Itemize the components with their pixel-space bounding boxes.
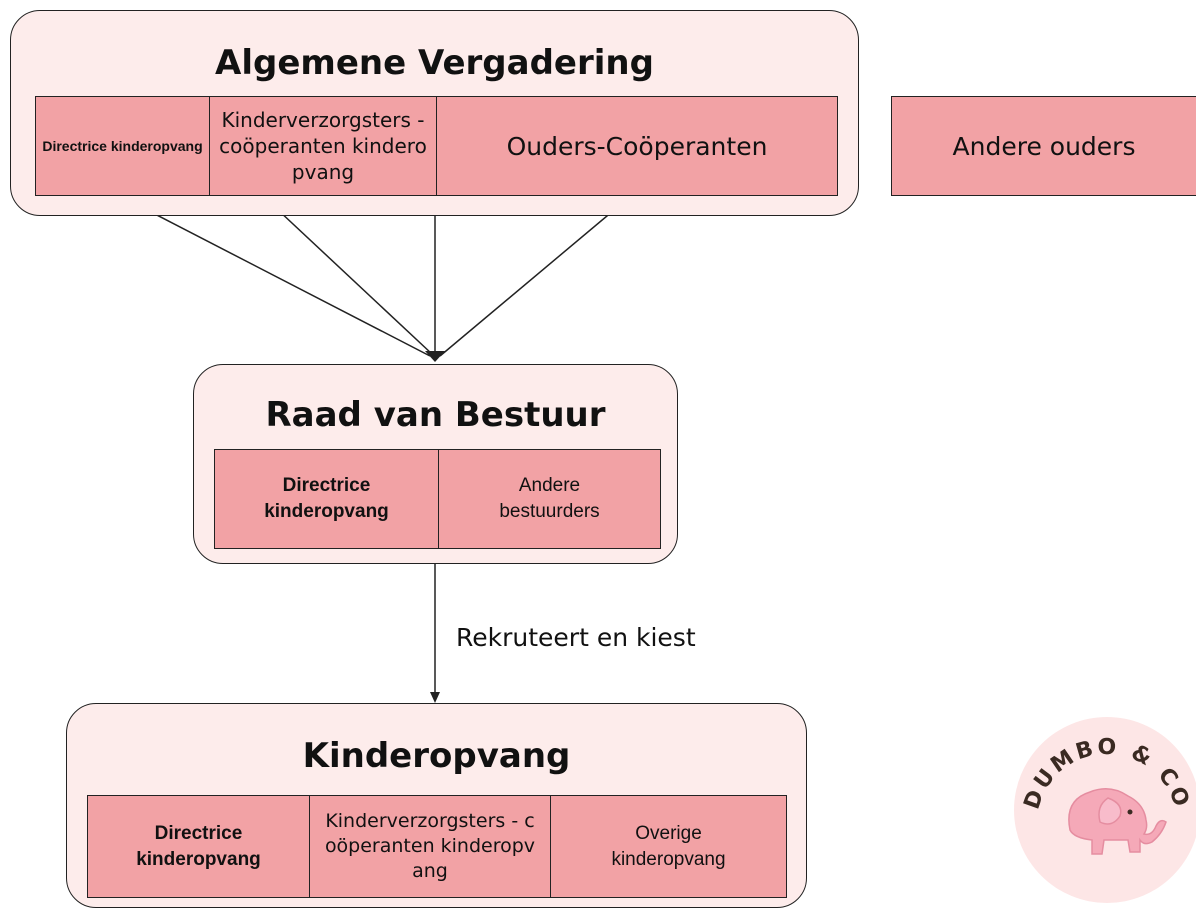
member-directrice-label: Directrice kinderopvang xyxy=(42,137,203,154)
childcare-member-caregivers-label: Kinderverzorgsters - coöperanten kindero… xyxy=(324,810,536,882)
childcare-members: Directrice kinderopvang Kinderverzorgste… xyxy=(87,795,787,898)
board-member-directrice-label: Directrice kinderopvang xyxy=(264,475,389,522)
arrowhead-childcare xyxy=(430,692,440,703)
recruits-and-selects-label: Rekruteert en kiest xyxy=(456,623,696,652)
arrow-caregivers-to-board xyxy=(261,194,433,355)
childcare-member-other-label: Overige kinderopvang xyxy=(611,822,726,870)
board-member-directrice: Directrice kinderopvang xyxy=(215,450,439,548)
arrow-directrice-to-board xyxy=(117,194,431,357)
board-container: Raad van Bestuur Directrice kinderopvang… xyxy=(193,364,678,564)
childcare-member-directrice: Directrice kinderopvang xyxy=(88,796,310,897)
childcare-member-other: Overige kinderopvang xyxy=(551,796,786,897)
arrow-parents-to-board xyxy=(439,194,633,357)
childcare-container: Kinderopvang Directrice kinderopvang Kin… xyxy=(66,703,807,908)
dumbo-and-co-logo: DUMBO & CO xyxy=(1014,717,1196,903)
general-assembly-members: Directrice kinderopvang Kinderverzorgste… xyxy=(35,96,838,196)
childcare-title: Kinderopvang xyxy=(302,736,571,776)
member-parents: Ouders-Coöperanten xyxy=(437,97,837,195)
childcare-member-caregivers: Kinderverzorgsters - coöperanten kindero… xyxy=(310,796,551,897)
board-title: Raad van Bestuur xyxy=(265,395,606,435)
board-member-others: Andere bestuurders xyxy=(439,450,660,548)
general-assembly-title: Algemene Vergadering xyxy=(215,43,654,83)
member-parents-label: Ouders-Coöperanten xyxy=(506,131,768,161)
member-directrice: Directrice kinderopvang xyxy=(36,97,210,195)
other-parents-label: Andere ouders xyxy=(952,131,1136,161)
childcare-member-directrice-label: Directrice kinderopvang xyxy=(136,822,261,870)
general-assembly-container: Algemene Vergadering Directrice kinderop… xyxy=(10,10,859,216)
elephant-icon xyxy=(1068,788,1167,855)
member-caregivers: Kinderverzorgsters - coöperanten kindero… xyxy=(210,97,437,195)
board-member-others-label: Andere bestuurders xyxy=(499,475,600,522)
board-members: Directrice kinderopvang Andere bestuurde… xyxy=(214,449,661,549)
member-caregivers-label: Kinderverzorgsters - coöperanten kindero… xyxy=(219,108,427,184)
arrowhead-board xyxy=(425,351,445,362)
other-parents-box: Andere ouders xyxy=(891,96,1196,196)
